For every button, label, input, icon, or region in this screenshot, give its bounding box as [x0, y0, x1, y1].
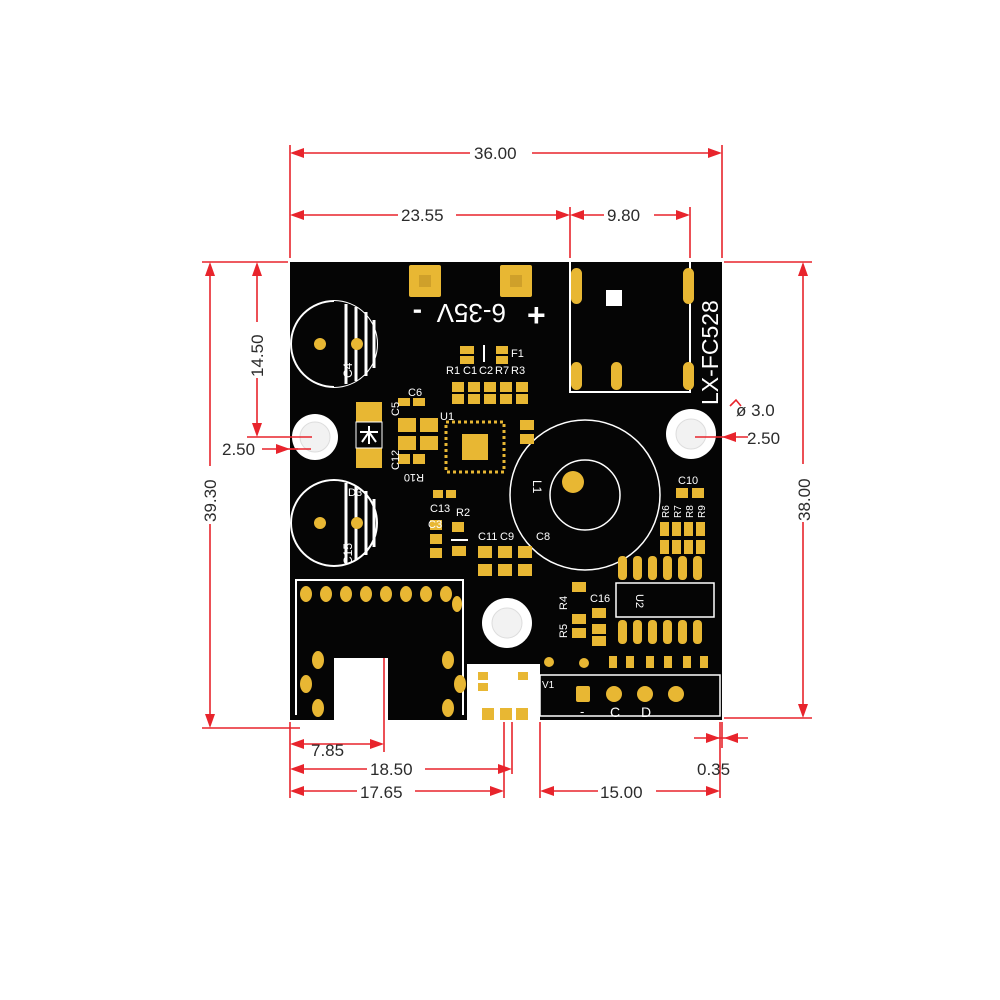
smd-cluster-left: [398, 398, 468, 558]
label-d1: D1: [476, 692, 489, 703]
bottom-left-connector: [295, 579, 466, 720]
dim-bottom-7-85: 7.85: [290, 739, 384, 760]
pcb-board: - 6-35V + LX-FC528 C4: [290, 262, 723, 720]
label-c10: C10: [678, 475, 698, 487]
capacitor-c15: C15: [290, 479, 378, 567]
capacitor-c4: C4: [290, 300, 378, 388]
label-r5: R5: [558, 624, 570, 638]
label-d2: D2: [513, 692, 526, 703]
label-c3: C3: [428, 519, 442, 531]
mounting-hole-right: [666, 409, 716, 459]
dim-height-left: 39.30: [200, 262, 220, 728]
label-is: IS: [495, 674, 505, 686]
dim-label-9-80: 9.80: [607, 206, 640, 225]
inductor-l1: L1: [509, 419, 661, 571]
dim-label-18-50: 18.50: [370, 760, 413, 779]
smd-cluster-mid: [478, 546, 532, 576]
dim-label-14-50: 14.50: [248, 334, 267, 377]
label-r7: R7: [673, 505, 684, 518]
dim-label-23-55: 23.55: [401, 206, 444, 225]
dim-bottom-17-65: 17.65: [290, 782, 504, 802]
pad-hole: [510, 275, 522, 287]
input-voltage-label: 6-35V: [436, 298, 506, 328]
smd-cluster-right: [660, 488, 705, 554]
dim-bottom-0-35: 0.35: [694, 722, 748, 779]
label-r1: R1: [446, 365, 460, 377]
label-c5: C5: [390, 402, 402, 416]
label-d3: D3: [348, 487, 362, 499]
pin-label-c: C: [610, 704, 620, 720]
dim-label-39-30: 39.30: [201, 479, 220, 522]
dim-hole-offset-left: 2.50: [222, 440, 311, 459]
label-r6: R6: [661, 505, 672, 518]
dim-bottom-15-00: 15.00: [540, 782, 720, 802]
label-c11: C11: [478, 531, 497, 543]
label-r10: R10: [404, 471, 424, 483]
polarity-minus-label: -: [413, 298, 422, 329]
dim-height-upper: 14.50: [247, 262, 267, 437]
label-c2: C2: [479, 365, 493, 377]
dim-label-38-00: 38.00: [795, 478, 814, 521]
label-r9: R9: [697, 505, 708, 518]
dim-width-total: 36.00: [290, 143, 722, 163]
ic-u2: U2: [615, 556, 715, 644]
dim-connector-width: 9.80: [570, 205, 690, 225]
ic-u1: U1: [440, 411, 506, 474]
dimension-annotations: 36.00 23.55 9.80 39.30: [200, 143, 814, 802]
label-c12: C12: [390, 450, 402, 470]
label-r8: R8: [685, 505, 696, 518]
polarity-plus-label: +: [527, 297, 546, 333]
label-r4: R4: [558, 596, 570, 610]
is-d1-d2-block: IS D1 D2: [473, 666, 535, 720]
v1-header: V1 - C D: [539, 656, 721, 720]
dim-label-2-50-left: 2.50: [222, 440, 255, 459]
label-c8: C8: [536, 531, 550, 543]
pad-hole: [419, 275, 431, 287]
dim-label-17-65: 17.65: [360, 783, 403, 802]
label-u1: U1: [440, 411, 454, 423]
label-f1: F1: [511, 348, 524, 360]
label-c4: C4: [341, 362, 355, 378]
pin-label-minus: -: [580, 704, 584, 719]
label-u2: U2: [633, 594, 645, 608]
board-model-label: LX-FC528: [697, 300, 723, 405]
pin-label-d: D: [641, 704, 651, 720]
dim-hole-offset-right: 2.50 ø 3.0: [695, 398, 780, 448]
dim-label-15-00: 15.00: [600, 783, 643, 802]
label-r2: R2: [456, 507, 470, 519]
dim-label-2-50-right: 2.50: [747, 429, 780, 448]
label-c6: C6: [408, 387, 422, 399]
label-r3: R3: [511, 365, 525, 377]
label-c13: C13: [430, 503, 450, 515]
dim-label-hole-diameter: ø 3.0: [736, 401, 775, 420]
label-l1: L1: [530, 480, 544, 494]
dim-label-0-35: 0.35: [697, 760, 730, 779]
label-v1: V1: [542, 680, 555, 691]
dim-label-7-85: 7.85: [311, 741, 344, 760]
smd-cluster-lower: [572, 582, 606, 646]
dim-label-36: 36.00: [474, 144, 517, 163]
smd-cluster-top: [452, 345, 534, 444]
dim-to-connector: 23.55: [290, 205, 570, 225]
label-c15: C15: [341, 543, 355, 565]
mounting-hole-center: [482, 598, 532, 648]
label-r7-top: R7: [495, 365, 509, 377]
label-c16: C16: [590, 593, 610, 605]
dim-height-right: 38.00: [794, 262, 814, 718]
dim-bottom-18-50: 18.50: [290, 760, 512, 779]
diode-d3: [355, 402, 383, 468]
label-c9: C9: [500, 531, 514, 543]
label-c1: C1: [463, 365, 477, 377]
connector-outline: [569, 262, 694, 393]
